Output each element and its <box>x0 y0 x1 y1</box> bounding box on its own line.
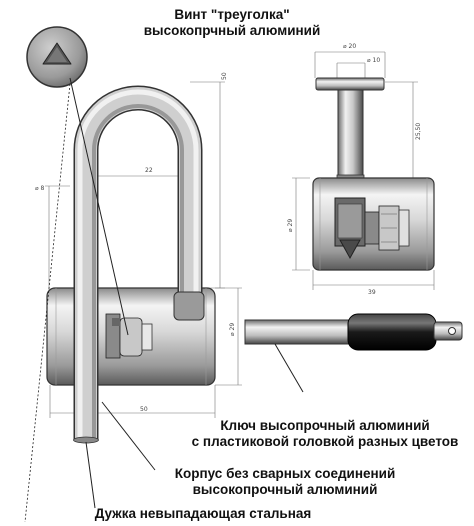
dim-side-body-length: 39 <box>368 289 376 296</box>
dim-pin-head-dia: ⌀ 20 <box>343 43 356 50</box>
screw-callout-line-2: высокопрчный алюминий <box>143 23 321 38</box>
dim-side-body-dia: ⌀ 29 <box>287 219 294 232</box>
screw-head-view <box>26 26 88 88</box>
side-view <box>292 51 435 290</box>
dim-pin-height: 25,50 <box>415 123 422 140</box>
dim-main-body-dia: ⌀ 29 <box>229 323 236 336</box>
shackle-callout-line-1: Дужка невыпадающая стальная <box>94 506 312 521</box>
dim-shackle-span: 22 <box>145 167 153 174</box>
dim-shackle-dia: ⌀ 8 <box>35 185 45 192</box>
key-view <box>244 313 463 351</box>
dim-shackle-height: 50 <box>221 72 228 80</box>
body-callout-line-1: Корпус без сварных соединений <box>174 466 396 481</box>
screw-callout-line-1: Винт "треуголка" <box>174 7 290 22</box>
key-callout-line-1: Ключ высопрочный алюминий <box>220 418 430 433</box>
screw-callout: Винт "треуголка" высокопрчный алюминий <box>112 7 352 39</box>
shackle-callout: Дужка невыпадающая стальная <box>68 506 338 522</box>
main-view <box>45 81 242 444</box>
key-callout-line-2: с пластиковой головкой разных цветов <box>191 434 459 449</box>
body-callout: Корпус без сварных соединений высокопроч… <box>150 466 420 498</box>
dim-pin-dia: ⌀ 10 <box>367 57 380 64</box>
dim-main-body-length: 50 <box>140 406 148 413</box>
key-callout: Ключ высопрочный алюминий с пластиковой … <box>182 418 468 450</box>
body-callout-line-2: высокопрочный алюминий <box>192 482 378 497</box>
